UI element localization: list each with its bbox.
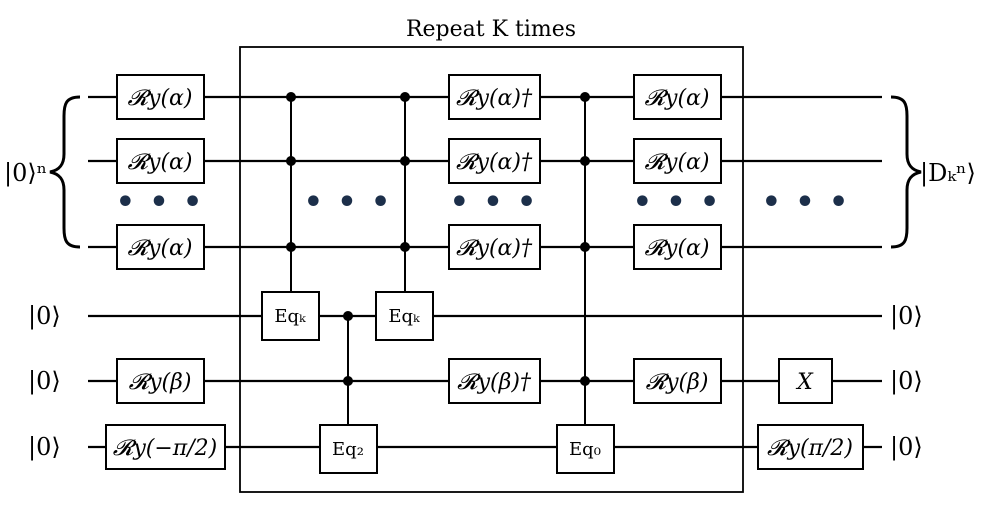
gate-ry-beta: 𝓡y(β): [116, 358, 205, 404]
control-dot: [400, 92, 410, 102]
svg-text:𝓡y(α): 𝓡y(α): [128, 86, 193, 111]
svg-text:Eqₖ: Eqₖ: [388, 306, 420, 327]
gate-eq-k: Eqₖ: [261, 291, 320, 341]
svg-text:𝓡y(α): 𝓡y(α): [645, 150, 710, 175]
input-label-ancilla-a: |0⟩: [28, 302, 61, 331]
svg-text:𝓡y(α): 𝓡y(α): [128, 150, 193, 175]
gate-ry-alpha-dagger: 𝓡y(α)†: [448, 74, 541, 120]
gate-ry-alpha: 𝓡y(α): [633, 138, 722, 184]
svg-text:𝓡y(α): 𝓡y(α): [128, 236, 193, 261]
control-dot: [400, 156, 410, 166]
control-dot: [580, 376, 590, 386]
gate-ry-alpha: 𝓡y(α): [633, 74, 722, 120]
right-brace: [890, 95, 922, 249]
control-dot: [580, 156, 590, 166]
svg-text:𝓡y(−π/2): 𝓡y(−π/2): [113, 436, 217, 461]
svg-text:X: X: [795, 370, 814, 395]
svg-text:Eq₂: Eq₂: [332, 439, 364, 460]
left-brace: [49, 95, 81, 249]
svg-text:𝓡y(α)†: 𝓡y(α)†: [456, 236, 533, 261]
ellipsis: • • •: [116, 185, 204, 220]
svg-text:𝓡y(α)†: 𝓡y(α)†: [456, 86, 533, 111]
gate-eq-k: Eqₖ: [375, 291, 434, 341]
control-dot: [343, 376, 353, 386]
output-label-ancilla-a: |0⟩: [890, 302, 923, 331]
ellipsis: • • •: [762, 185, 850, 220]
gate-ry-alpha: 𝓡y(α): [116, 138, 205, 184]
gate-eq-2: Eq₂: [319, 424, 378, 474]
control-dot: [580, 92, 590, 102]
control-dot: [286, 156, 296, 166]
control-dot: [286, 242, 296, 252]
gate-ry-alpha: 𝓡y(α): [116, 224, 205, 270]
gate-ry-alpha-dagger: 𝓡y(α)†: [448, 224, 541, 270]
ellipsis: • • •: [304, 185, 392, 220]
control-dot: [286, 92, 296, 102]
gate-ry-beta: 𝓡y(β): [633, 358, 722, 404]
gate-ry-minus-pi-half: 𝓡y(−π/2): [105, 424, 226, 470]
svg-text:𝓡y(β): 𝓡y(β): [129, 370, 192, 395]
input-label-ancilla-c: |0⟩: [28, 433, 61, 462]
input-label-ancilla-b: |0⟩: [28, 367, 61, 396]
repeat-region-box: [239, 46, 744, 493]
svg-text:𝓡y(π/2): 𝓡y(π/2): [767, 436, 853, 461]
output-label-ancilla-c: |0⟩: [890, 433, 923, 462]
svg-text:𝓡y(α): 𝓡y(α): [645, 236, 710, 261]
svg-text:𝓡y(α)†: 𝓡y(α)†: [456, 150, 533, 175]
repeat-label: Repeat K times: [406, 17, 576, 42]
ellipsis: • • •: [633, 185, 721, 220]
gate-ry-pi-half: 𝓡y(π/2): [757, 424, 864, 470]
svg-text:Eq₀: Eq₀: [569, 439, 601, 460]
ellipsis: • • •: [450, 185, 538, 220]
output-label-register: |Dₖⁿ⟩: [920, 159, 976, 188]
gate-ry-beta-dagger: 𝓡y(β)†: [448, 358, 541, 404]
control-dot: [580, 242, 590, 252]
input-label-register: |0⟩ⁿ: [4, 159, 47, 188]
control-dot: [343, 311, 353, 321]
gate-eq-0: Eq₀: [556, 424, 615, 474]
gate-ry-alpha: 𝓡y(α): [116, 74, 205, 120]
svg-text:𝓡y(α): 𝓡y(α): [645, 86, 710, 111]
gate-ry-alpha-dagger: 𝓡y(α)†: [448, 138, 541, 184]
control-dot: [400, 242, 410, 252]
gate-x: X: [778, 358, 833, 404]
output-label-ancilla-b: |0⟩: [890, 367, 923, 396]
svg-text:𝓡y(β): 𝓡y(β): [646, 370, 709, 395]
svg-text:𝓡y(β)†: 𝓡y(β)†: [457, 370, 532, 395]
gate-ry-alpha: 𝓡y(α): [633, 224, 722, 270]
svg-text:Eqₖ: Eqₖ: [274, 306, 306, 327]
